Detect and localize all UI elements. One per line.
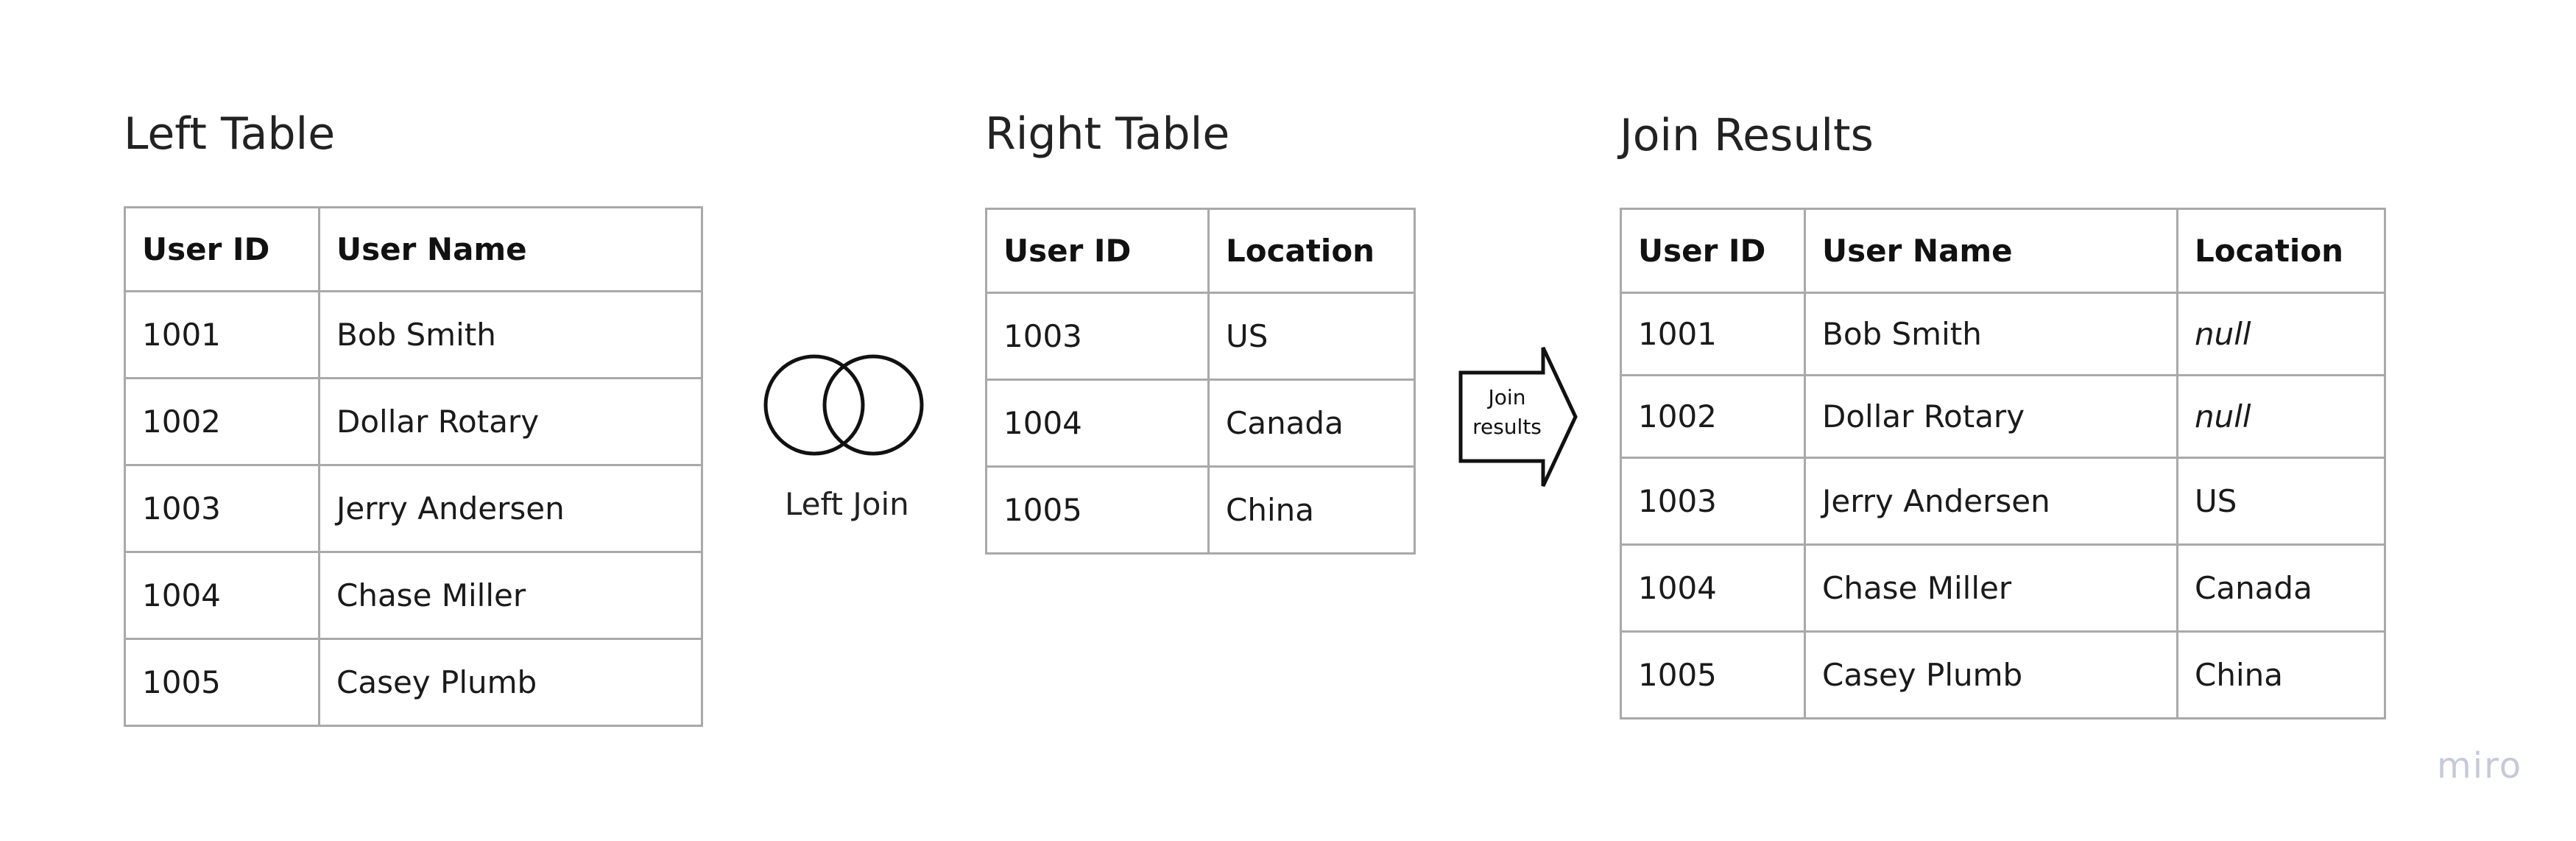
cell-user-id: 1004	[1620, 543, 1806, 633]
cell-location: Canada	[2176, 543, 2386, 633]
cell-user-id: 1003	[1620, 457, 1806, 546]
table-row: 1001 Bob Smith	[124, 290, 703, 379]
cell-user-name: Bob Smith	[318, 290, 703, 379]
cell-location: US	[1207, 292, 1416, 381]
cell-user-name: Casey Plumb	[318, 638, 703, 727]
table-row: 1001 Bob Smith null	[1620, 292, 2386, 376]
table-row: 1003 Jerry Andersen US	[1620, 457, 2386, 546]
cell-user-name: Dollar Rotary	[318, 377, 703, 466]
table-row: 1005 China	[985, 465, 1416, 555]
cell-user-id: 1004	[124, 551, 320, 640]
cell-user-name: Jerry Andersen	[318, 464, 703, 553]
cell-user-name: Bob Smith	[1804, 292, 2178, 376]
left-circle	[763, 354, 865, 456]
table-header-row: User ID User Name	[124, 206, 703, 292]
cell-user-name: Chase Miller	[1804, 543, 2178, 633]
left-table-title: Left Table	[124, 108, 336, 160]
cell-user-id: 1001	[124, 290, 320, 379]
column-header-user-name: User Name	[1804, 208, 2178, 294]
table-row: 1004 Chase Miller Canada	[1620, 543, 2386, 633]
table-row: 1003 US	[985, 292, 1416, 381]
cell-location: China	[2176, 630, 2386, 719]
table-row: 1003 Jerry Andersen	[124, 464, 703, 553]
table-row: 1005 Casey Plumb	[124, 638, 703, 727]
table-header-row: User ID Location	[985, 208, 1416, 294]
cell-user-name: Dollar Rotary	[1804, 374, 2178, 459]
column-header-user-id: User ID	[985, 208, 1210, 294]
join-type-label: Left Join	[785, 486, 909, 522]
right-circle	[822, 354, 924, 456]
cell-user-id: 1004	[985, 379, 1210, 468]
cell-user-name: Chase Miller	[318, 551, 703, 640]
cell-user-id: 1005	[985, 465, 1210, 555]
table-row: 1002 Dollar Rotary	[124, 377, 703, 466]
cell-user-name: Casey Plumb	[1804, 630, 2178, 719]
left-table: User ID User Name 1001 Bob Smith 1002 Do…	[124, 206, 703, 727]
cell-user-id: 1003	[124, 464, 320, 553]
cell-location-null: null	[2176, 292, 2386, 376]
table-row: 1005 Casey Plumb China	[1620, 630, 2386, 719]
column-header-user-id: User ID	[124, 206, 320, 292]
cell-user-id: 1003	[985, 292, 1210, 381]
column-header-user-id: User ID	[1620, 208, 1806, 294]
column-header-location: Location	[1207, 208, 1416, 294]
column-header-location: Location	[2176, 208, 2386, 294]
cell-user-id: 1001	[1620, 292, 1806, 376]
cell-user-id: 1005	[124, 638, 320, 727]
arrow-label: Join results	[1465, 383, 1549, 442]
column-header-user-name: User Name	[318, 206, 703, 292]
cell-user-id: 1002	[124, 377, 320, 466]
cell-user-name: Jerry Andersen	[1804, 457, 2178, 546]
table-header-row: User ID User Name Location	[1620, 208, 2386, 294]
result-table: User ID User Name Location 1001 Bob Smit…	[1620, 208, 2386, 719]
cell-location: US	[2176, 457, 2386, 546]
cell-user-id: 1005	[1620, 630, 1806, 719]
cell-user-id: 1002	[1620, 374, 1806, 459]
arrow-label-line-1: Join	[1488, 385, 1526, 409]
venn-diagram-icon	[763, 354, 924, 456]
cell-location: China	[1207, 465, 1416, 555]
cell-location-null: null	[2176, 374, 2386, 459]
table-row: 1004 Chase Miller	[124, 551, 703, 640]
miro-logo-watermark: miro	[2437, 745, 2523, 787]
table-row: 1002 Dollar Rotary null	[1620, 374, 2386, 459]
right-table: User ID Location 1003 US 1004 Canada 100…	[985, 208, 1416, 555]
cell-location: Canada	[1207, 379, 1416, 468]
result-table-title: Join Results	[1620, 110, 1874, 161]
table-row: 1004 Canada	[985, 379, 1416, 468]
arrow-right-icon	[1458, 346, 1578, 488]
right-table-title: Right Table	[985, 108, 1230, 160]
arrow-label-line-2: results	[1472, 415, 1542, 439]
